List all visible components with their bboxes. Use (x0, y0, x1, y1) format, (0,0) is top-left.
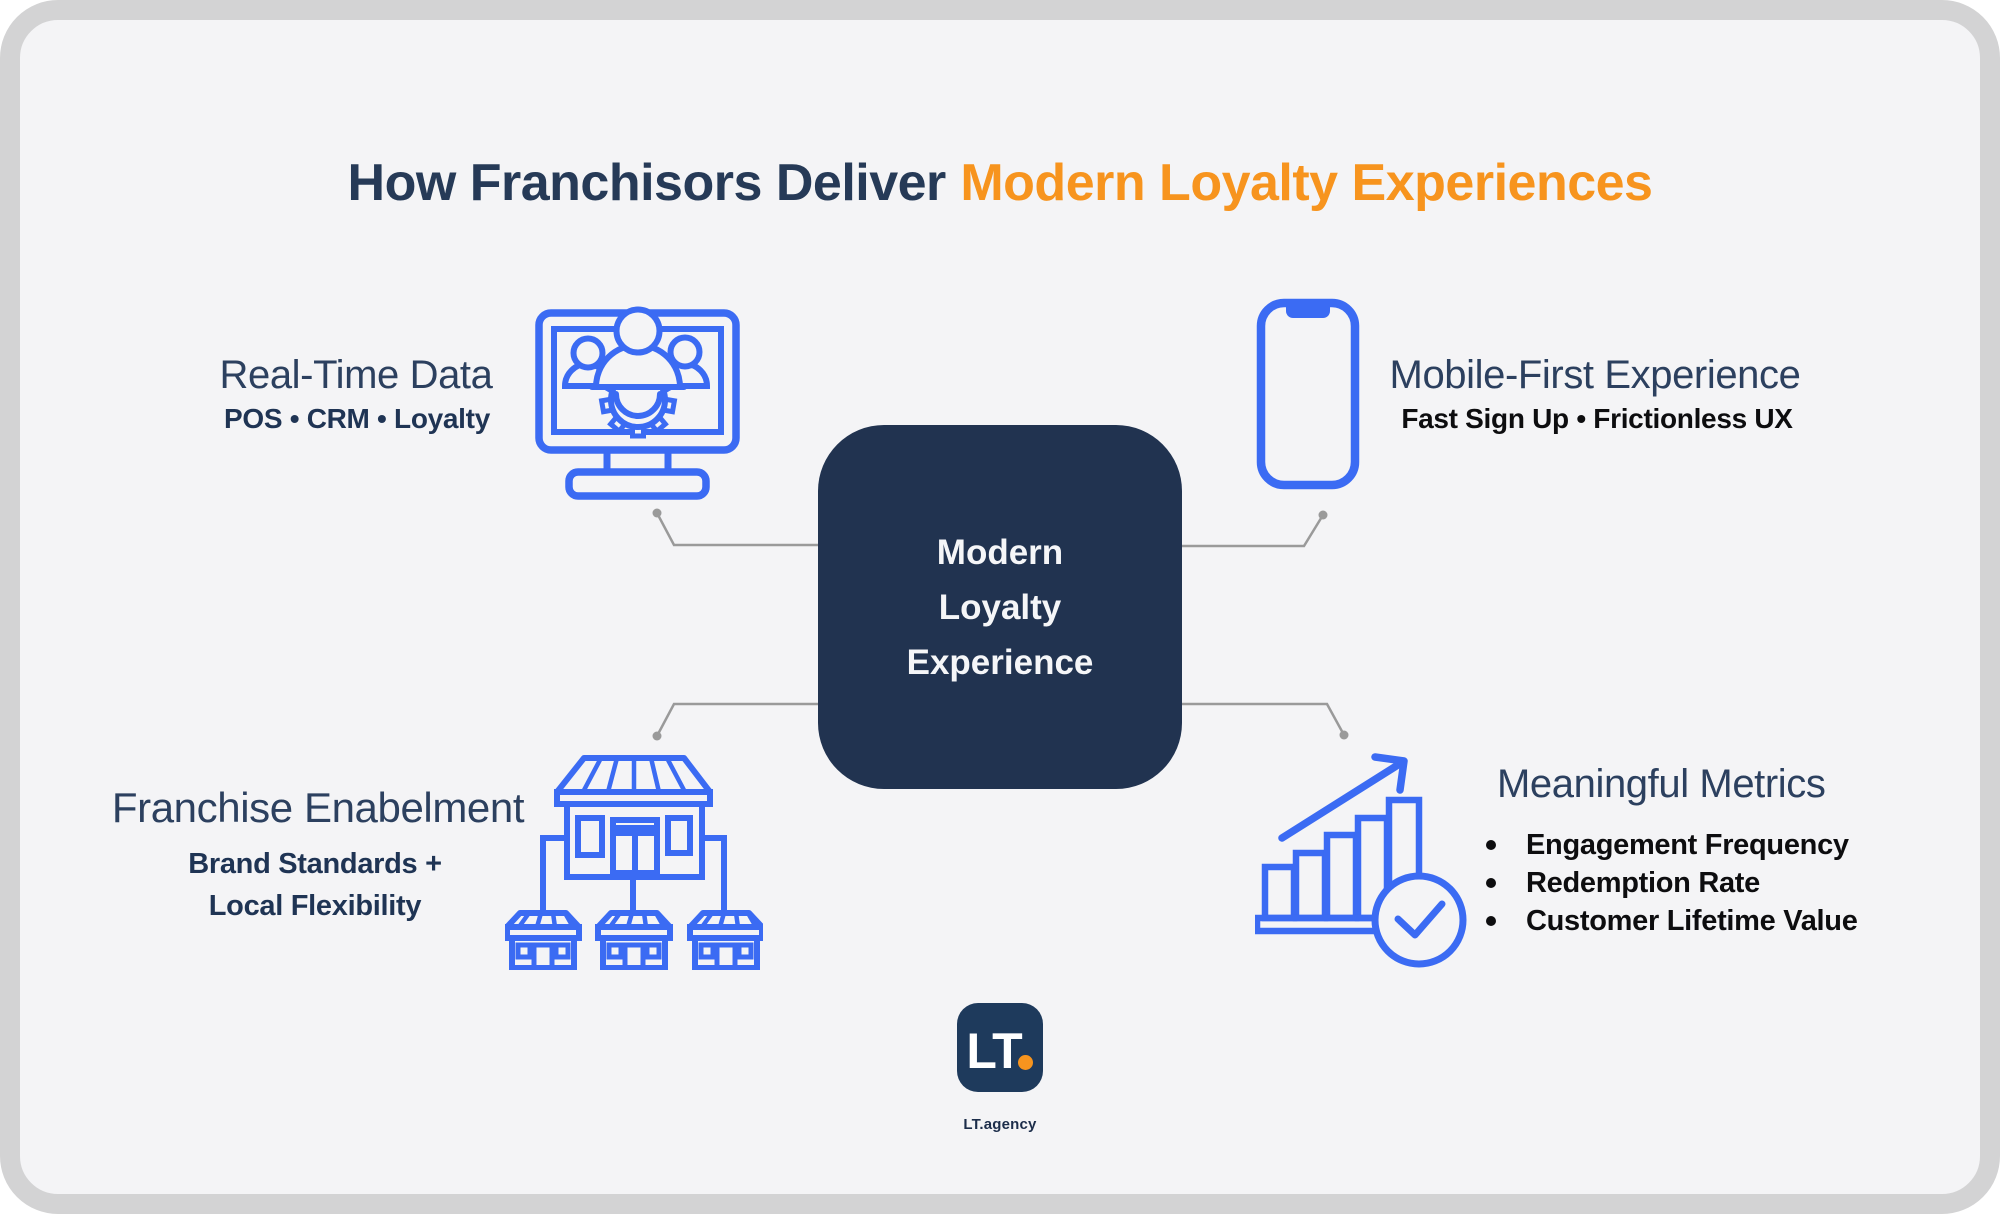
smartphone-icon (1256, 298, 1360, 490)
franchise-network-icon (505, 755, 763, 970)
realtime-heading: Real-Time Data (219, 353, 493, 397)
list-item: Redemption Rate (1486, 864, 1858, 902)
check-mark (1394, 900, 1446, 939)
franchise-subtext-line2: Local Flexibility (208, 890, 422, 922)
bullet-label: Customer Lifetime Value (1526, 904, 1858, 937)
growth-chart-check-icon (1255, 753, 1467, 968)
metrics-heading: Meaningful Metrics (1497, 762, 1826, 806)
central-node-label: Modern Loyalty Experience (907, 525, 1094, 690)
lt-agency-caption: LT.agency (963, 1116, 1037, 1133)
mobile-subtext: Fast Sign Up • Frictionless UX (1401, 403, 1793, 434)
team-and-gear (561, 306, 711, 439)
list-item: Customer Lifetime Value (1486, 902, 1858, 940)
hq-store (540, 755, 727, 912)
phone-body (1256, 298, 1360, 490)
monitor-base (565, 468, 710, 500)
franchise-subtext: Brand Standards + Local Flexibility (65, 843, 565, 927)
check-circle (1371, 872, 1467, 968)
metrics-bullet-list: Engagement Frequency Redemption Rate Cus… (1486, 826, 1858, 940)
lt-logo-dot (1018, 1055, 1033, 1070)
mobile-heading: Mobile-First Experience (1389, 353, 1801, 397)
central-line-1: Modern (936, 532, 1064, 572)
lt-logo-text: LT (966, 1023, 1022, 1079)
link-left (540, 835, 567, 910)
monitor-team-gear-icon (535, 306, 740, 500)
link-right (702, 835, 727, 910)
bullet-dot (1486, 878, 1496, 888)
central-node: Modern Loyalty Experience (818, 425, 1182, 789)
bullet-dot (1486, 840, 1496, 850)
title-prefix: How Franchisors Deliver (347, 154, 947, 212)
growth-arrow (1278, 759, 1405, 842)
branch-store-center (598, 913, 670, 968)
title-highlight: Modern Loyalty Experiences (960, 154, 1653, 212)
franchise-heading: Franchise Enabelment (111, 784, 525, 831)
arrow-head (1371, 753, 1408, 794)
central-line-3: Experience (906, 642, 1094, 682)
phone-notch (1286, 304, 1330, 318)
bullet-dot (1486, 916, 1496, 926)
branch-store-left (507, 913, 579, 968)
list-item: Engagement Frequency (1486, 826, 1858, 864)
franchise-subtext-line1: Brand Standards + (188, 848, 442, 880)
central-line-2: Loyalty (938, 587, 1062, 627)
realtime-subtext: POS • CRM • Loyalty (224, 403, 490, 434)
lt-logo: LT (957, 1003, 1043, 1092)
branch-store-right (690, 913, 762, 968)
bullet-label: Engagement Frequency (1526, 828, 1849, 861)
bullet-label: Redemption Rate (1526, 866, 1760, 899)
